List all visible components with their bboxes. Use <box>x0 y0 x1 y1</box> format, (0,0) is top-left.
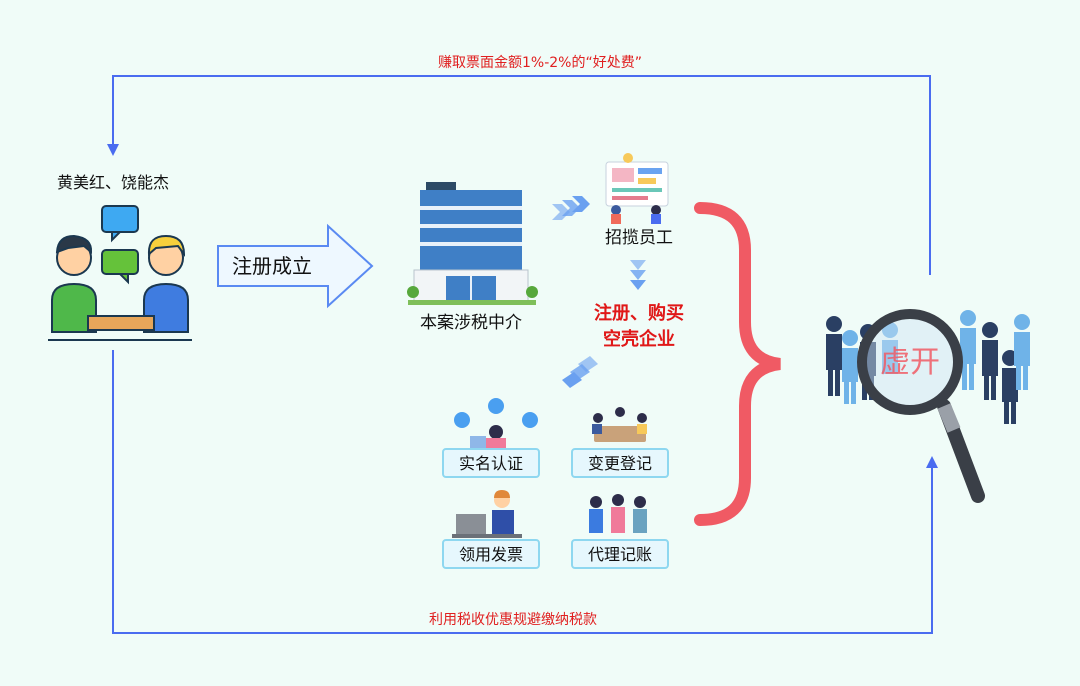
shell-company-label-line2: 空壳企业 <box>603 328 675 350</box>
register-arrow-label: 注册成立 <box>232 254 312 278</box>
task-box-bookkeeping: 代理记账 <box>571 539 669 569</box>
task-bookkeeping-label: 代理记账 <box>588 545 652 564</box>
recruitment-illustration-icon <box>605 153 669 224</box>
actors-label: 黄美红、饶能杰 <box>57 173 169 192</box>
task-box-receive-invoices: 领用发票 <box>442 539 540 569</box>
invoice-receiving-person-icon <box>452 490 522 538</box>
chevron-arrow-right-icon <box>552 196 590 220</box>
two-people-chat-icon <box>48 205 192 341</box>
chevron-arrow-down-left-icon <box>562 356 598 388</box>
bookkeeping-team-icon <box>589 494 647 533</box>
task-box-real-name: 实名认证 <box>442 448 540 478</box>
register-arrow <box>217 223 374 309</box>
real-name-verification-icon <box>454 398 538 450</box>
crowd-of-people-icon <box>826 310 1030 424</box>
office-building-icon <box>407 182 538 305</box>
magnifier-text: 虚开 <box>880 345 940 380</box>
recruit-label: 招揽员工 <box>605 228 673 248</box>
top-feedback-arrow <box>107 75 931 275</box>
chevron-arrow-down-icon <box>630 260 646 290</box>
task-real-name-label: 实名认证 <box>459 454 523 473</box>
shell-company-label-line1: 注册、购买 <box>594 302 684 324</box>
bottom-flow-arrow <box>112 350 938 634</box>
magnifying-glass-icon <box>857 309 985 503</box>
task-receive-invoices-label: 领用发票 <box>459 545 523 564</box>
task-box-change-registration: 变更登记 <box>571 448 669 478</box>
top-flow-label: 赚取票面金额1%-2%的“好处费” <box>438 55 642 71</box>
bottom-flow-label: 利用税收优惠规避缴纳税款 <box>429 612 597 628</box>
right-curly-bracket <box>694 202 781 526</box>
task-change-registration-label: 变更登记 <box>588 454 652 473</box>
agency-label: 本案涉税中介 <box>420 313 522 333</box>
change-registration-meeting-icon <box>592 407 647 442</box>
